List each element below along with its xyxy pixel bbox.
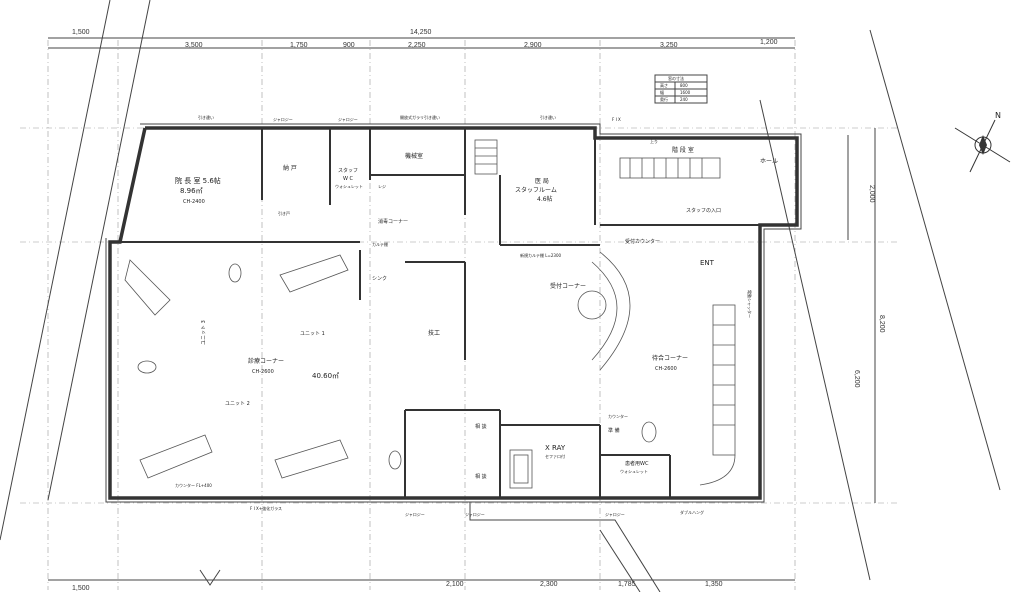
legend-row2-val: 1600	[680, 90, 691, 95]
label-reception: 受付コーナー	[550, 282, 586, 290]
label-register: レジ	[378, 184, 386, 189]
dim-bottom-2: 2,100	[446, 581, 464, 588]
compass-label: N	[995, 111, 1001, 120]
annot-entry-top: 開放式ガラリ引き違い	[400, 114, 440, 120]
label-xray: X RAY	[545, 444, 566, 452]
label-lab: 技工	[428, 329, 440, 337]
label-patient-wc: 患者用WC	[625, 460, 649, 467]
label-staff-room: 医 局	[535, 178, 549, 185]
annot-jalousie-bottom2: ジャロジー	[465, 512, 485, 517]
label-hall: ホール	[760, 158, 778, 165]
label-consult2: 相 談	[475, 473, 487, 480]
label-unit1: ユニット 1	[300, 331, 325, 337]
label-shutter: 電動シャッター	[747, 290, 753, 318]
annot-pull-door-1: 引き違い	[198, 114, 214, 120]
dim-sub-6: 3,250	[660, 42, 678, 49]
annot-pull-door-2: 引き違い	[540, 114, 556, 120]
annot-fix-glass: F I X+強化ガラス	[250, 505, 282, 511]
annot-double-hung: ダブルハング	[680, 509, 704, 515]
annot-fix-top: F I X	[612, 117, 621, 122]
legend-row3-label: 奥行	[660, 96, 668, 102]
label-sink: シンク	[372, 276, 387, 282]
label-prep: 準 備	[608, 427, 620, 434]
dim-sub-3: 900	[343, 42, 355, 49]
dim-bottom-4: 1,785	[618, 581, 636, 588]
label-karte2: 新規カルテ棚 L=2300	[520, 252, 561, 258]
label-staff-area: 4.6帖	[537, 195, 553, 203]
label-entrance: ENT	[700, 259, 715, 267]
label-staff-wc2: W C	[343, 176, 354, 182]
label-staff-entrance: スタッフの入口	[686, 207, 721, 214]
annot-jalousie-bottom1: ジャロジー	[405, 512, 425, 517]
label-counter-fl: カウンター FL+400	[175, 482, 212, 488]
label-reception-counter: 受付カウンター	[625, 238, 660, 245]
dimension-right: 2,000 8,200 6,200	[847, 128, 885, 503]
dim-top-1: 1,500	[72, 29, 90, 36]
shutter-boxes	[699, 304, 736, 486]
annot-jalousie-top1: ジャロジー	[273, 117, 293, 122]
label-treatment-ch: CH-2600	[252, 369, 274, 375]
label-machine-room: 機械室	[405, 152, 423, 160]
dim-sub-4: 2,250	[408, 42, 426, 49]
dim-bottom-1: 1,500	[72, 585, 90, 592]
dim-sub-5: 2,900	[524, 42, 542, 49]
legend-title: 窓の寸法	[668, 75, 684, 81]
label-washlet: ウォシュレット	[335, 183, 363, 189]
dim-bottom-3: 2,300	[540, 581, 558, 588]
interior-walls	[120, 128, 797, 498]
dimension-bottom: 1,500 2,100 2,300 1,785 1,350	[48, 579, 795, 592]
label-waiting: 待合コーナー	[652, 354, 688, 362]
annot-sliding: 引き戸	[278, 210, 290, 216]
dim-sub-2: 1,750	[290, 42, 308, 49]
label-xray-sub: セファロ付	[545, 453, 565, 459]
label-staff-wc: スタッフ	[338, 167, 358, 174]
legend-row3-val: 240	[680, 97, 688, 102]
compass-rose: N	[954, 111, 1011, 173]
label-consult: 相 談	[475, 423, 487, 430]
label-director-area: 8.96㎡	[180, 187, 203, 195]
label-closet: 納 戸	[283, 164, 297, 172]
label-treatment: 診療コーナー	[248, 357, 284, 365]
label-director-ch: CH-2400	[183, 199, 205, 205]
staircase	[474, 139, 721, 179]
label-unit3: ユニット 3	[201, 320, 207, 345]
label-staff-room2: スタッフルーム	[515, 186, 557, 194]
dimension-top: 1,500 14,250 1,200 3,500 1,750 900 2,250…	[48, 29, 795, 49]
reception-counter-shape	[577, 251, 631, 371]
xray-machine	[509, 449, 533, 489]
annot-stair-up: 上り	[650, 138, 658, 144]
label-patient-washlet: ウォシュレット	[620, 468, 648, 474]
label-treatment-area: 40.60㎡	[312, 372, 339, 380]
dim-sub-1: 3,500	[185, 42, 203, 49]
dim-right-1: 2,000	[868, 185, 875, 203]
dental-units	[124, 254, 657, 479]
dim-right-3: 6,200	[853, 370, 860, 388]
label-sterile: 消毒コーナー	[378, 218, 408, 225]
room-labels: 院 長 室 5.6帖 8.96㎡ CH-2400 納 戸 スタッフ W C ウォ…	[175, 146, 778, 488]
dim-bottom-5: 1,350	[705, 581, 723, 588]
annot-jalousie-bottom3: ジャロジー	[605, 512, 625, 517]
legend-row2-label: 幅	[660, 89, 664, 95]
window-annotations: ジャロジー ジャロジー ジャロジー ジャロジー ジャロジー F I X F I …	[198, 114, 704, 517]
legend-row1-label: 高さ	[660, 82, 668, 88]
label-stairs: 階 段 室	[672, 146, 694, 154]
label-counter: カウンター	[608, 413, 628, 419]
dim-right-2: 8,200	[878, 315, 885, 333]
dim-top-2: 14,250	[410, 29, 432, 36]
label-karte: カルテ棚	[372, 241, 388, 247]
label-director-room: 院 長 室 5.6帖	[175, 176, 221, 185]
label-unit2: ユニット 2	[225, 401, 250, 407]
legend-row1-val: 800	[680, 83, 688, 88]
legend-table: 窓の寸法 高さ 800 幅 1600 奥行 240	[654, 74, 708, 104]
annot-jalousie-top2: ジャロジー	[338, 117, 358, 122]
label-waiting-ch: CH-2600	[655, 366, 677, 372]
dim-top-3: 1,200	[760, 39, 778, 46]
site-outline-bottom	[199, 502, 661, 592]
